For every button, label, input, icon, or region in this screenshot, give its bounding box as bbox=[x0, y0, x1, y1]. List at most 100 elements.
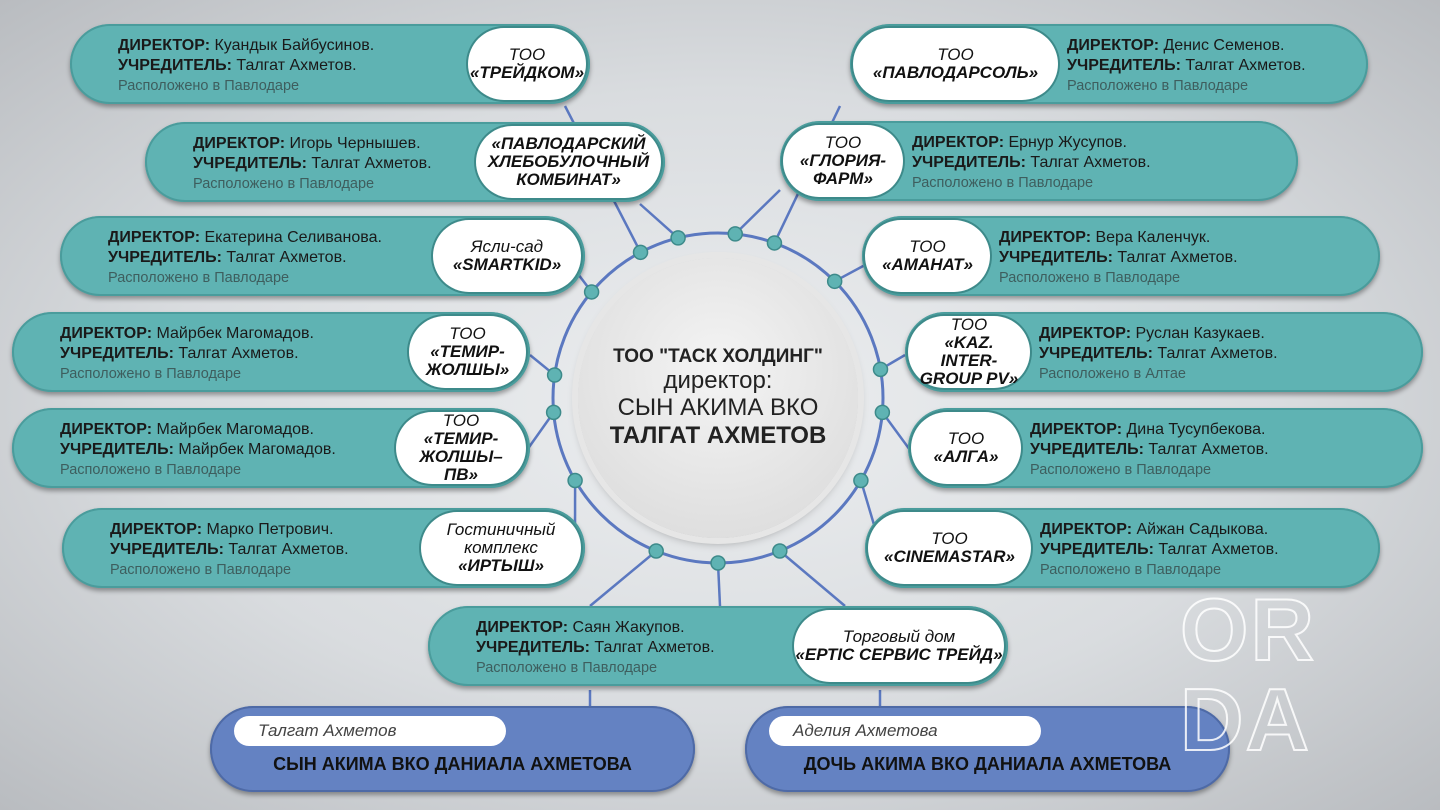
company-name-badge: «ПАВЛОДАРСКИЙ ХЛЕБОБУЛОЧНЫЙ КОМБИНАТ» bbox=[476, 126, 661, 198]
company-name-badge: ТОО«ПАВЛОДАРСОЛЬ» bbox=[853, 28, 1058, 100]
company-info: ДИРЕКТОР: Екатерина Селиванова. УЧРЕДИТЕЛ… bbox=[108, 228, 382, 288]
founder-line: УЧРЕДИТЕЛЬ: Талгат Ахметов. bbox=[476, 639, 715, 656]
director-line: ДИРЕКТОР: Ернур Жусупов. bbox=[912, 134, 1127, 151]
connector-line bbox=[639, 203, 679, 239]
company-name: «SMARTKID» bbox=[452, 255, 562, 274]
company-info: ДИРЕКТОР: Ернур Жусупов. УЧРЕДИТЕЛЬ: Талг… bbox=[912, 133, 1151, 193]
family-name: Талгат Ахметов bbox=[234, 716, 506, 746]
founder-line: УЧРЕДИТЕЛЬ: Талгат Ахметов. bbox=[1067, 57, 1306, 74]
location-line: Расположено в Павлодаре bbox=[108, 270, 290, 286]
director-line: ДИРЕКТОР: Саян Жакупов. bbox=[476, 619, 685, 636]
location-line: Расположено в Павлодаре bbox=[193, 176, 375, 192]
company-name: «KAZ. INTER-GROUP PV» bbox=[919, 333, 1019, 388]
connector-node bbox=[727, 226, 743, 242]
company-name: «ЕРТІС СЕРВИС ТРЕЙД» bbox=[795, 645, 1003, 664]
connector-node bbox=[583, 284, 600, 300]
founder-line: УЧРЕДИТЕЛЬ: Талгат Ахметов. bbox=[193, 155, 432, 172]
company-card: ТОО«ТЕМИР-ЖОЛШЫ–ПВ» ДИРЕКТОР: Майрбек Маг… bbox=[12, 408, 530, 488]
director-line: ДИРЕКТОР: Игорь Чернышев. bbox=[193, 135, 421, 152]
director-line: ДИРЕКТОР: Майрбек Магомадов. bbox=[60, 421, 314, 438]
company-info: ДИРЕКТОР: Майрбек Магомадов. УЧРЕДИТЕЛЬ: … bbox=[60, 420, 336, 480]
company-name-badge: Ясли-сад«SMARTKID» bbox=[433, 220, 581, 292]
center-relation: СЫН АКИМА ВКО bbox=[617, 394, 819, 421]
connector-node bbox=[670, 230, 686, 246]
founder-line: УЧРЕДИТЕЛЬ: Талгат Ахметов. bbox=[1040, 541, 1279, 558]
company-card: ТОО«ПАВЛОДАРСОЛЬ»ДИРЕКТОР: Денис Семенов… bbox=[850, 24, 1368, 104]
company-card: ТОО«CINEMASTAR»ДИРЕКТОР: Айжан Садыкова.… bbox=[865, 508, 1380, 588]
center-company: ТОО "ТАСК ХОЛДИНГ" bbox=[613, 346, 823, 367]
family-relation: ДОЧЬ АКИМА ВКО ДАНИАЛА АХМЕТОВА bbox=[803, 754, 1172, 774]
company-info: ДИРЕКТОР: Денис Семенов. УЧРЕДИТЕЛЬ: Талг… bbox=[1067, 36, 1306, 96]
director-line: ДИРЕКТОР: Вера Каленчук. bbox=[999, 229, 1211, 246]
founder-line: УЧРЕДИТЕЛЬ: Майрбек Магомадов. bbox=[60, 441, 336, 458]
connector-line bbox=[734, 189, 781, 235]
connector-node bbox=[826, 273, 843, 290]
company-type: ТОО bbox=[931, 529, 968, 549]
company-info: ДИРЕКТОР: Майрбек Магомадов.УЧРЕДИТЕЛЬ: … bbox=[60, 324, 314, 384]
company-type: ТОО bbox=[508, 45, 546, 65]
company-info: ДИРЕКТОР: Саян Жакупов. УЧРЕДИТЕЛЬ: Талга… bbox=[476, 618, 715, 678]
founder-line: УЧРЕДИТЕЛЬ: Талгат Ахметов. bbox=[912, 154, 1151, 171]
director-line: ДИРЕКТОР: Екатерина Селиванова. bbox=[108, 229, 382, 246]
location-line: Расположено в Павлодаре bbox=[476, 660, 658, 676]
connector-line bbox=[881, 411, 912, 451]
company-name: «ТЕМИР-ЖОЛШЫ» bbox=[425, 342, 510, 379]
connector-node bbox=[648, 543, 664, 559]
company-name-badge: ТОО«ТЕМИР-ЖОЛШЫ» bbox=[409, 316, 526, 388]
family-relation: СЫН АКИМА ВКО ДАНИАЛА АХМЕТОВА bbox=[273, 754, 632, 774]
center-role: директор: bbox=[663, 367, 773, 394]
company-type: ТОО bbox=[442, 411, 480, 431]
company-card: Ясли-сад«SMARTKID» ДИРЕКТОР: Екатерина Се… bbox=[60, 216, 585, 296]
company-card: ТОО«АМАНАТ»ДИРЕКТОР: Вера Каленчук.УЧРЕД… bbox=[862, 216, 1380, 296]
company-name-badge: ТОО«АЛГА» bbox=[911, 412, 1021, 484]
center-person: ТАЛГАТ АХМЕТОВ bbox=[609, 422, 827, 449]
company-card: ТОО«ТРЕЙДКОМ» ДИРЕКТОР: Куандык Байбусино… bbox=[70, 24, 590, 104]
director-line: ДИРЕКТОР: Майрбек Магомадов. bbox=[60, 325, 314, 342]
family-name: Аделия Ахметова bbox=[769, 716, 1041, 746]
company-card: ТОО«KAZ. INTER-GROUP PV»ДИРЕКТОР: Руслан… bbox=[905, 312, 1423, 392]
company-card: Торговый дом«ЕРТІС СЕРВИС ТРЕЙД»ДИРЕКТОР… bbox=[428, 606, 1008, 686]
founder-line: УЧРЕДИТЕЛЬ: Талгат Ахметов. bbox=[118, 57, 357, 74]
company-type: Гостиничный комплекс bbox=[446, 520, 556, 558]
company-type: Ясли-сад bbox=[470, 237, 544, 257]
company-type: ТОО bbox=[947, 429, 985, 449]
connector-line bbox=[779, 550, 846, 607]
center-holding-circle: ТОО "ТАСК ХОЛДИНГ" директор: СЫН АКИМА В… bbox=[578, 258, 858, 538]
company-name: «ГЛОРИЯ-ФАРМ» bbox=[799, 151, 887, 188]
company-info: ДИРЕКТОР: Руслан Казукаев.УЧРЕДИТЕЛЬ: Та… bbox=[1039, 324, 1278, 384]
company-type: ТОО bbox=[937, 45, 974, 65]
connector-node bbox=[853, 472, 869, 489]
company-name: «ИРТЫШ» bbox=[458, 555, 544, 575]
company-info: ДИРЕКТОР: Игорь Чернышев. УЧРЕДИТЕЛЬ: Тал… bbox=[193, 134, 432, 194]
connector-node bbox=[632, 244, 649, 261]
family-card-son: Талгат Ахметов СЫН АКИМА ВКО ДАНИАЛА АХМ… bbox=[210, 706, 695, 792]
company-name-badge: Гостиничный комплекс«ИРТЫШ» bbox=[421, 512, 581, 584]
location-line: Расположено в Павлодаре bbox=[1067, 78, 1249, 94]
company-info: ДИРЕКТОР: Вера Каленчук.УЧРЕДИТЕЛЬ: Талг… bbox=[999, 228, 1238, 288]
company-name-badge: ТОО«АМАНАТ» bbox=[865, 220, 990, 292]
connector-node bbox=[710, 555, 726, 571]
company-name: «ПАВЛОДАРСОЛЬ» bbox=[872, 63, 1039, 82]
founder-line: УЧРЕДИТЕЛЬ: Талгат Ахметов. bbox=[1030, 441, 1269, 458]
director-line: ДИРЕКТОР: Марко Петрович. bbox=[110, 521, 334, 538]
company-name: «ТЕМИР-ЖОЛШЫ–ПВ» bbox=[419, 429, 503, 484]
company-name: «АЛГА» bbox=[933, 447, 999, 466]
director-line: ДИРЕКТОР: Денис Семенов. bbox=[1067, 37, 1285, 54]
location-line: Расположено в Павлодаре bbox=[912, 175, 1094, 191]
company-info: ДИРЕКТОР: Дина Тусупбекова. УЧРЕДИТЕЛЬ: Т… bbox=[1030, 420, 1269, 480]
founder-line: УЧРЕДИТЕЛЬ: Талгат Ахметов. bbox=[110, 541, 349, 558]
company-name-badge: ТОО«ГЛОРИЯ-ФАРМ» bbox=[783, 125, 903, 197]
company-info: ДИРЕКТОР: Куандык Байбусинов.УЧРЕДИТЕЛЬ:… bbox=[118, 36, 374, 96]
director-line: ДИРЕКТОР: Дина Тусупбекова. bbox=[1030, 421, 1266, 438]
founder-line: УЧРЕДИТЕЛЬ: Талгат Ахметов. bbox=[108, 249, 347, 266]
company-name: «ТРЕЙДКОМ» bbox=[469, 63, 585, 82]
location-line: Расположено в Павлодаре bbox=[1030, 462, 1212, 478]
founder-line: УЧРЕДИТЕЛЬ: Талгат Ахметов. bbox=[1039, 345, 1278, 362]
company-card: ТОО«ТЕМИР-ЖОЛШЫ» ДИРЕКТОР: Майрбек Магома… bbox=[12, 312, 530, 392]
company-card: ТОО«ГЛОРИЯ-ФАРМ»ДИРЕКТОР: Ернур Жусупов.… bbox=[780, 121, 1298, 201]
company-name: «ПАВЛОДАРСКИЙ ХЛЕБОБУЛОЧНЫЙ КОМБИНАТ» bbox=[487, 134, 650, 189]
connector-node bbox=[766, 235, 783, 251]
connector-node bbox=[874, 404, 891, 421]
connector-node bbox=[545, 404, 562, 421]
